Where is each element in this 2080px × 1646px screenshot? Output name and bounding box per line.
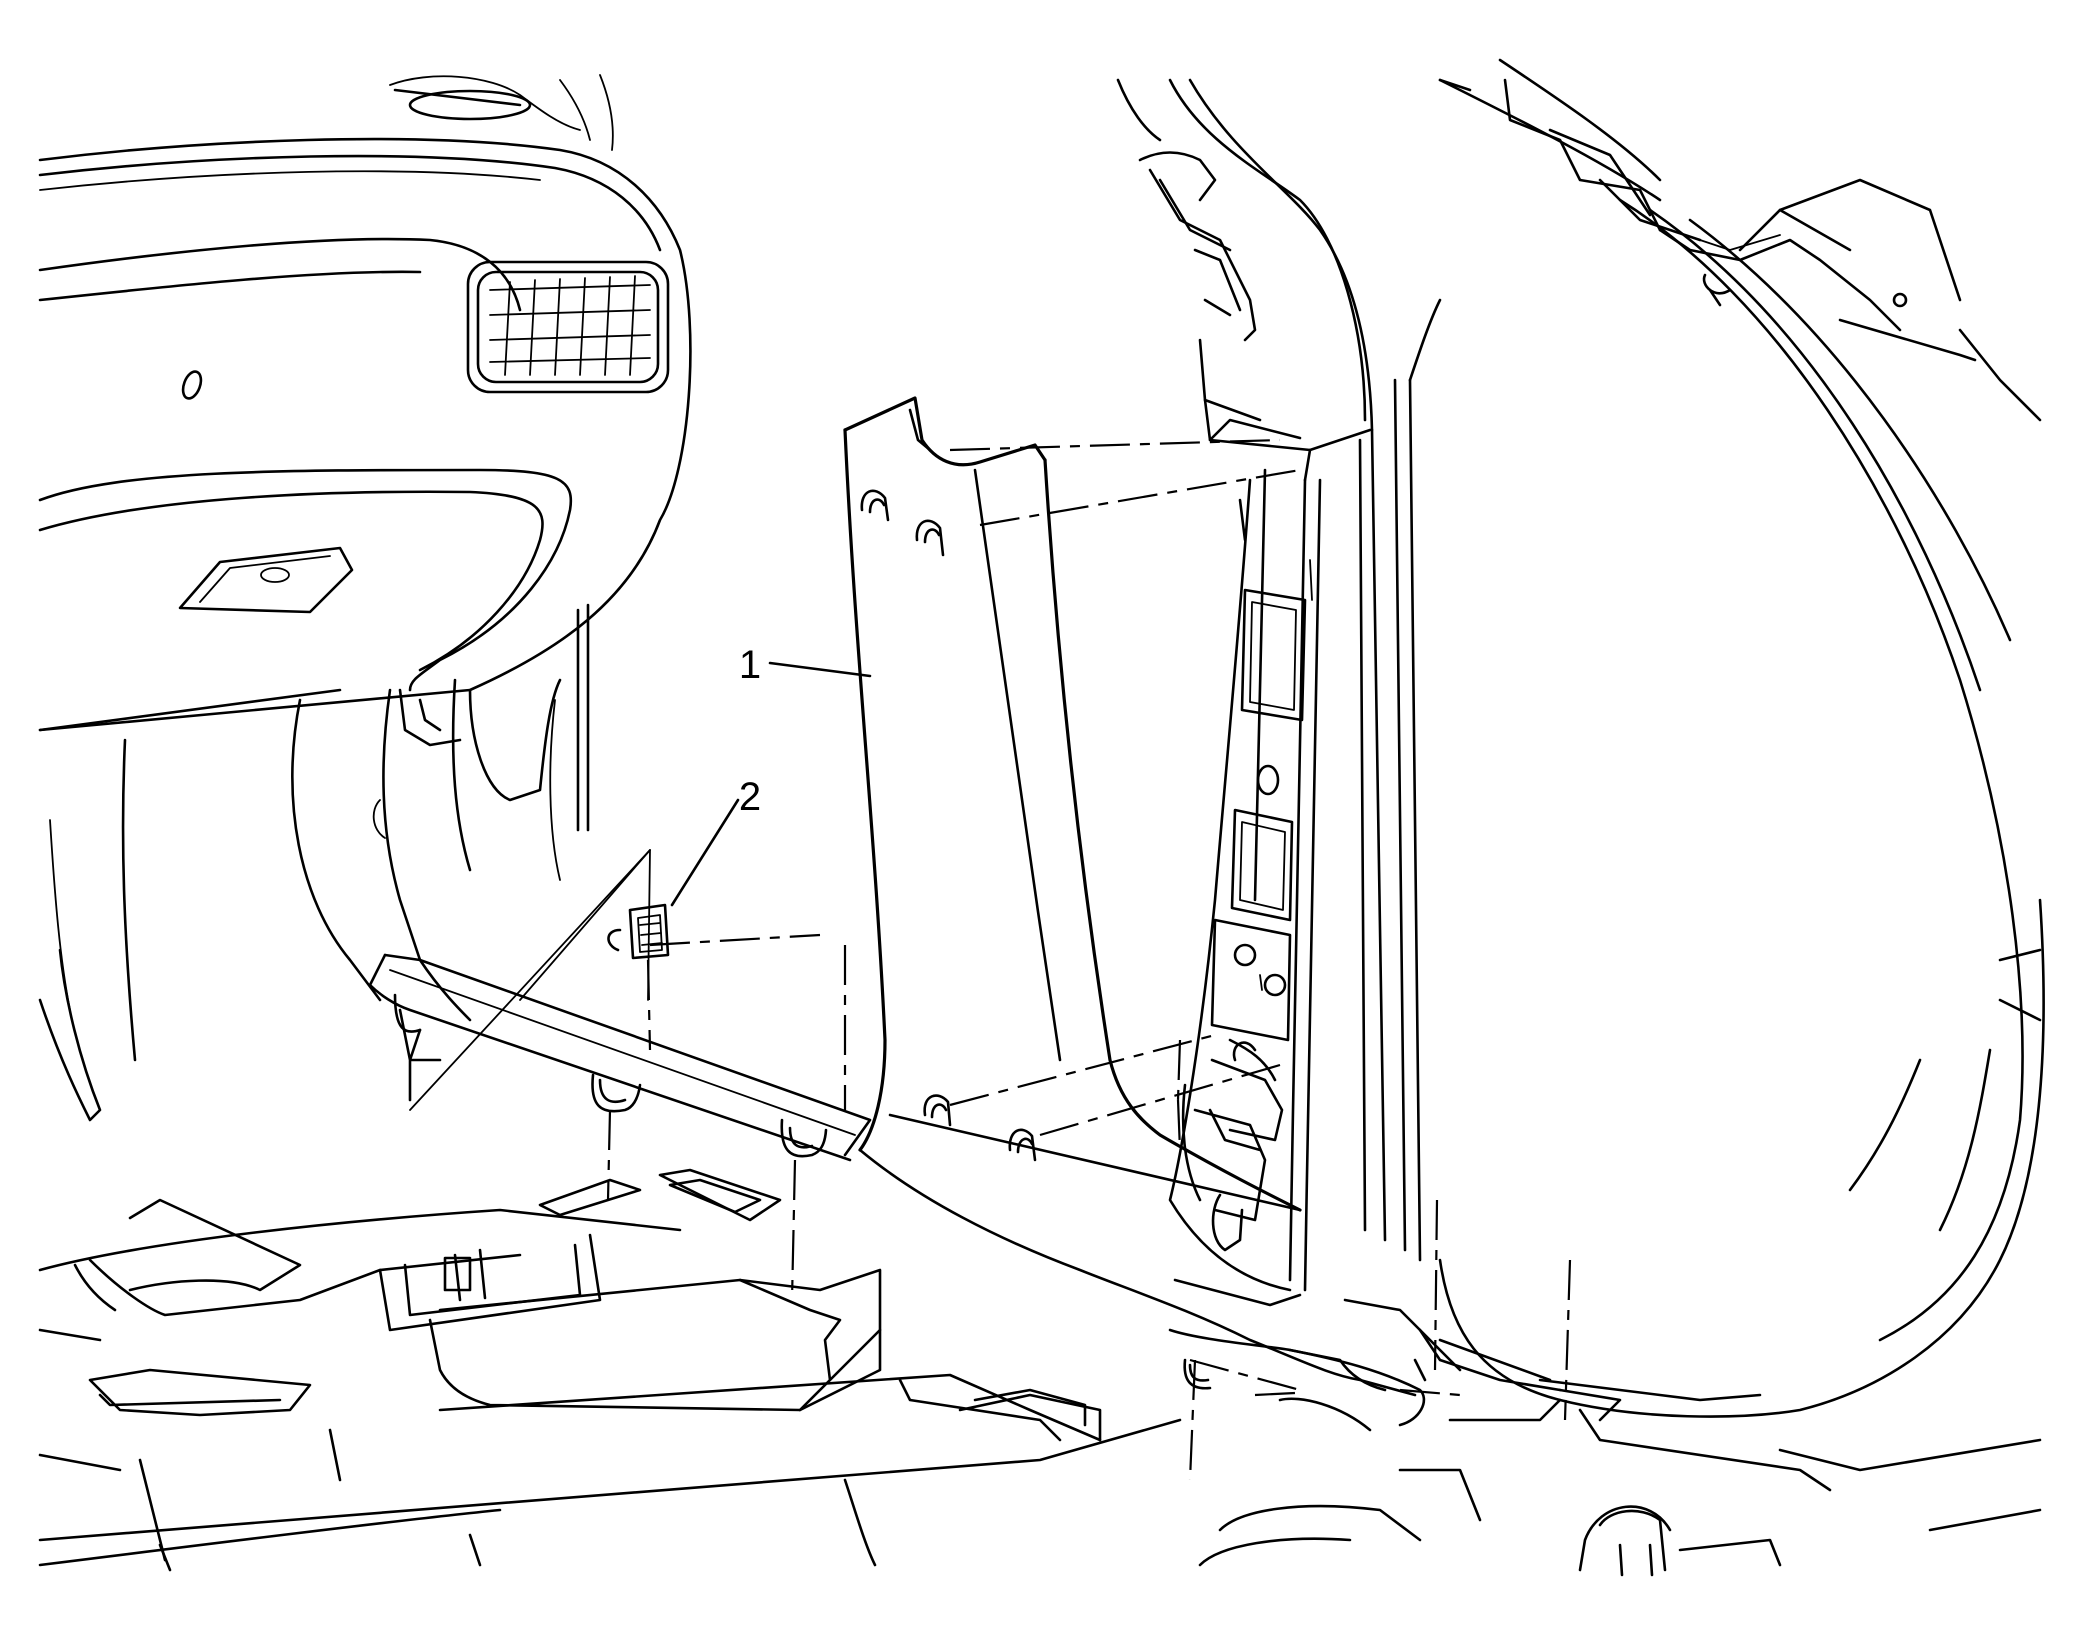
callout-2-label: 2: [739, 775, 761, 819]
callout-leaders: [670, 661, 872, 907]
clip-guide-lines: [409, 849, 651, 1111]
instrument-panel: [38, 74, 692, 732]
glove-box-area: [38, 468, 573, 692]
callout-1-leader: [768, 661, 872, 678]
b-pillar-body: [1116, 78, 1422, 1307]
air-vent: [466, 260, 670, 394]
trim-panel: [843, 396, 1417, 1397]
rear-floor: [38, 1368, 1182, 1572]
front-sill-plate: [368, 953, 872, 1162]
retainer-clip: [607, 903, 670, 960]
alignment-lines: [606, 438, 1572, 1481]
callout-2-leader: [670, 798, 740, 907]
panel-hole: [181, 370, 203, 400]
rear-door-opening: [1198, 58, 2045, 1577]
floor-console: [38, 1168, 882, 1412]
rear-sill-plate: [1168, 1298, 1622, 1432]
callout-1-label: 1: [739, 643, 761, 687]
kick-panel: [38, 603, 590, 1122]
